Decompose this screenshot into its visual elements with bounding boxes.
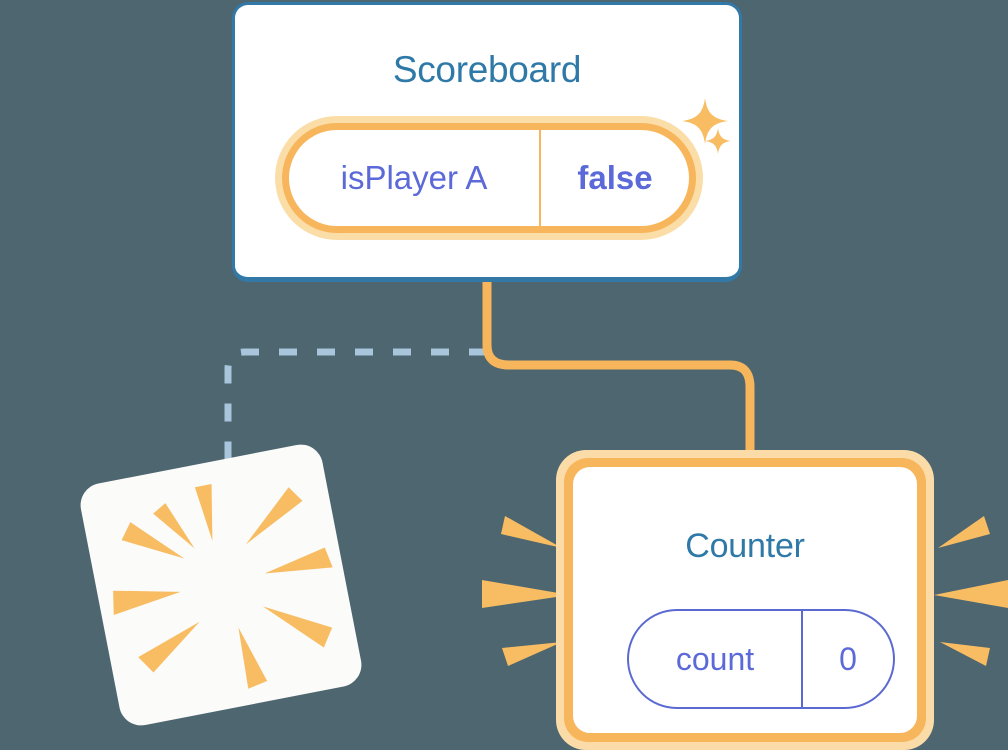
counter-pill-divider <box>801 611 803 707</box>
counter-pill-key: count <box>675 640 755 677</box>
scoreboard-pill-value: false <box>577 159 653 196</box>
scoreboard-title: Scoreboard <box>392 49 582 90</box>
sparkle-large-icon <box>682 98 728 144</box>
counter-state-pill[interactable]: count 0 <box>627 609 895 709</box>
scoreboard-pill-body: isPlayer A false <box>289 130 689 226</box>
solid-connector-to-counter <box>482 282 755 470</box>
sparkle-small-icon <box>705 128 731 154</box>
scoreboard-pill-divider <box>539 130 541 226</box>
scoreboard-state-pill[interactable]: isPlayer A false <box>275 116 703 240</box>
counter-card-body: Counter count 0 <box>573 467 917 733</box>
counter-card-ring: Counter count 0 <box>564 458 926 742</box>
counter-card[interactable]: Counter count 0 <box>556 450 934 750</box>
scoreboard-pill-ring: isPlayer A false <box>282 123 696 233</box>
counter-title: Counter <box>685 527 805 565</box>
counter-pill-value: 0 <box>839 640 857 677</box>
ghost-card[interactable] <box>76 440 366 730</box>
dashed-connector-to-ghost-card <box>224 348 487 560</box>
scoreboard-pill-key: isPlayer A <box>340 159 488 196</box>
